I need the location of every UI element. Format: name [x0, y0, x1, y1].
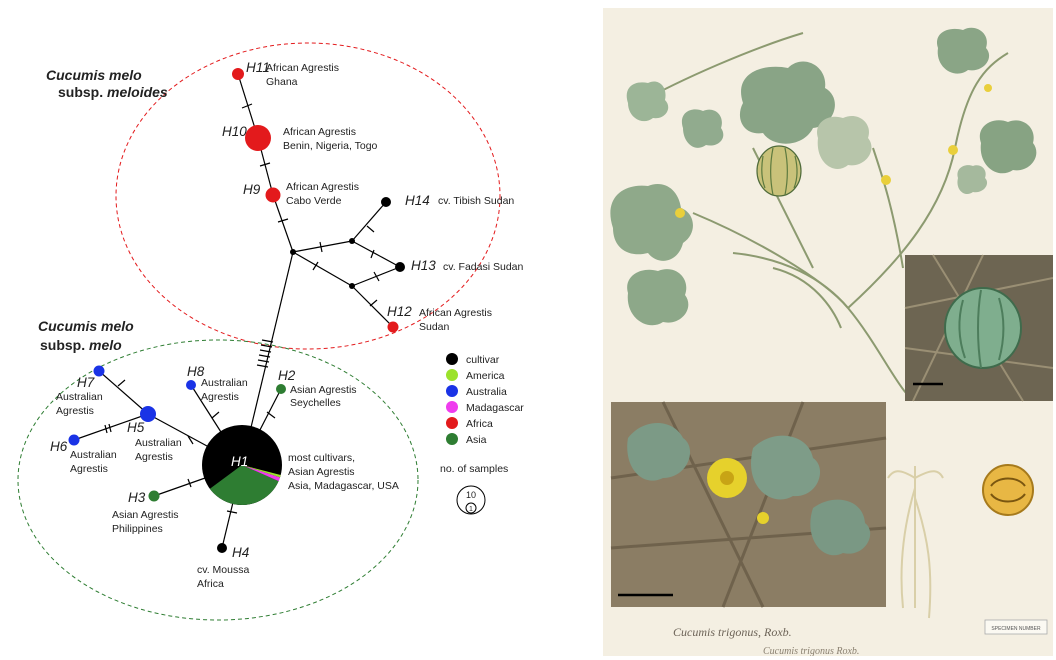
flower-photo	[611, 402, 886, 607]
hap-id-H6: H6	[50, 439, 68, 454]
desc-H4-l2: Africa	[197, 578, 224, 590]
desc-H2-l2: Seychelles	[290, 397, 341, 409]
legend-swatch-australia	[446, 385, 458, 397]
leaf	[937, 28, 989, 74]
node-H2	[276, 384, 286, 394]
legend-size-title: no. of samples	[440, 463, 508, 475]
hap-id-H3: H3	[128, 490, 146, 505]
melo-title-line1: Cucumis melo	[38, 318, 134, 334]
node-H6	[69, 435, 80, 446]
node-H8	[186, 380, 196, 390]
desc-H5-l2: Agrestis	[135, 451, 173, 463]
hap-id-H10: H10	[222, 124, 247, 139]
legend-label-america: America	[466, 370, 505, 382]
desc-H1-l2: Asian Agrestis	[288, 466, 355, 478]
haplotype-network: Cucumis melo subsp. meloides Cucumis mel…	[0, 0, 600, 660]
hap-id-H5: H5	[127, 420, 145, 435]
desc-H3-l2: Philippines	[112, 523, 163, 535]
node-H11	[232, 68, 244, 80]
desc-H9-l1: African Agrestis	[286, 181, 359, 193]
leaf	[817, 116, 871, 169]
desc-H13-l1: cv. Fadasi Sudan	[443, 261, 524, 273]
legend-swatch-cultivar	[446, 353, 458, 365]
desc-H11-l1: African Agrestis	[266, 62, 339, 74]
legend: cultivar America Australia Madagascar Af…	[440, 353, 524, 514]
hap-id-H12: H12	[387, 304, 412, 319]
legend-swatch-africa	[446, 417, 458, 429]
specimen-label: SPECIMEN NUMBER	[991, 626, 1041, 632]
melo-title-line2: subsp. melo	[40, 337, 122, 353]
desc-H7-l2: Agrestis	[56, 405, 94, 417]
fruit-photo	[905, 255, 1053, 401]
desc-H4-l1: cv. Moussa	[197, 564, 249, 576]
desc-H3-l1: Asian Agrestis	[112, 509, 179, 521]
plate-caption-2: Cucumis trigonus Roxb.	[763, 646, 859, 656]
desc-H8-l2: Agrestis	[201, 391, 239, 403]
legend-label-africa: Africa	[466, 418, 493, 430]
desc-H11-l2: Ghana	[266, 76, 298, 88]
legend-swatch-madagascar	[446, 401, 458, 413]
legend-label-asia: Asia	[466, 434, 487, 446]
node-H7	[94, 366, 105, 377]
node-H4	[217, 543, 227, 553]
node-H10	[245, 125, 271, 151]
leaf	[627, 269, 688, 325]
desc-H14-l1: cv. Tibish Sudan	[438, 195, 514, 207]
legend-label-australia: Australia	[466, 386, 507, 398]
hap-id-H13: H13	[411, 258, 436, 273]
node-H3	[149, 491, 160, 502]
desc-H12-l2: Sudan	[419, 321, 450, 333]
node-H13	[395, 262, 405, 272]
desc-H6-l2: Agrestis	[70, 463, 108, 475]
fruit-cross-section	[983, 465, 1033, 515]
desc-H12-l1: African Agrestis	[419, 307, 492, 319]
leaf	[682, 109, 723, 147]
node-H12	[388, 322, 399, 333]
desc-H1-l1: most cultivars,	[288, 452, 355, 464]
legend-size-small-label: 1	[469, 506, 473, 513]
desc-H8-l1: Australian	[201, 377, 248, 389]
leaf	[980, 120, 1037, 173]
leaf	[957, 165, 987, 194]
hap-id-H1: H1	[231, 454, 248, 469]
legend-size-large-label: 10	[466, 490, 476, 500]
plate-caption: Cucumis trigonus, Roxb.	[673, 625, 792, 639]
legend-label-madagascar: Madagascar	[466, 402, 524, 414]
hap-id-H2: H2	[278, 368, 296, 383]
legend-label-cultivar: cultivar	[466, 354, 500, 366]
hap-id-H9: H9	[243, 182, 261, 197]
hap-id-H7: H7	[77, 375, 95, 390]
legend-swatch-asia	[446, 433, 458, 445]
median-vertex	[349, 283, 355, 289]
desc-H2-l1: Asian Agrestis	[290, 384, 357, 396]
node-H14	[381, 197, 391, 207]
median-vertex	[290, 249, 296, 255]
hap-id-H4: H4	[232, 545, 249, 560]
desc-H10-l1: African Agrestis	[283, 126, 356, 138]
painted-fruit	[757, 146, 801, 196]
desc-H5-l1: Australian	[135, 437, 182, 449]
botanical-plate: Cucumis trigonus, Roxb. Cucumis trigonus…	[603, 8, 1053, 656]
hap-id-H14: H14	[405, 193, 430, 208]
desc-H6-l1: Australian	[70, 449, 117, 461]
meloides-title-line1: Cucumis melo	[46, 67, 142, 83]
desc-H7-l1: Australian	[56, 391, 103, 403]
desc-H10-l2: Benin, Nigeria, Togo	[283, 140, 378, 152]
meloides-title-line2: subsp. meloides	[58, 84, 168, 100]
leaf	[627, 82, 669, 122]
median-vertex	[349, 238, 355, 244]
node-H9	[266, 188, 281, 203]
desc-H9-l2: Cabo Verde	[286, 195, 342, 207]
desc-H1-l3: Asia, Madagascar, USA	[288, 480, 399, 492]
legend-swatch-america	[446, 369, 458, 381]
